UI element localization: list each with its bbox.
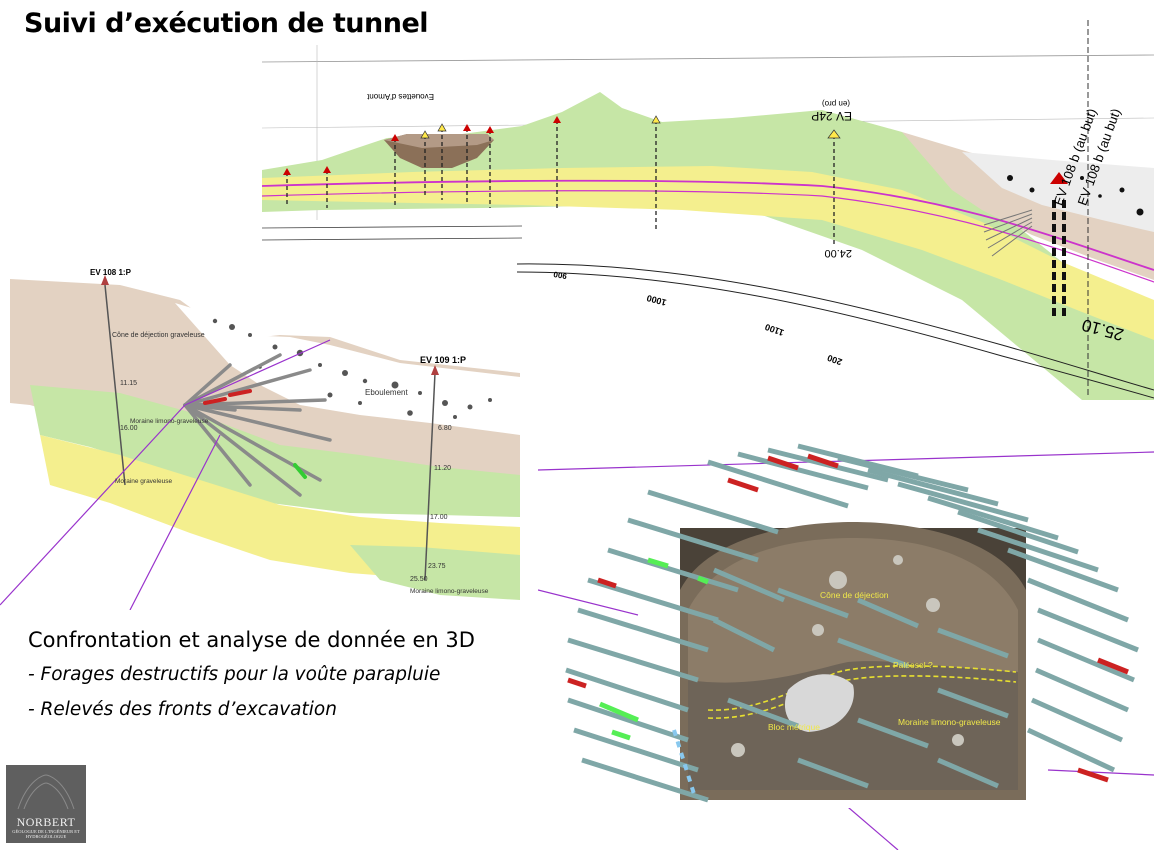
- geological-profile: Evouettes d'Amont EV 24P (en pro) 24.00 …: [262, 0, 1154, 400]
- unit-cone: Cône de déjection graveleuse: [112, 332, 205, 339]
- logo-subtitle: GÉOLOGUE DE L'INGÉNIEUR ET HYDROGÉOLOGUE: [12, 829, 80, 839]
- face-label-cone: Cône de déjection: [820, 590, 889, 600]
- label-evouettes: Evouettes d'Amont: [366, 92, 434, 101]
- depth-label: 11.15: [120, 380, 137, 387]
- label-ev24p-sub: (en pro): [822, 99, 850, 108]
- unit-moraine-graveleuse: Moraine graveleuse: [115, 478, 172, 485]
- caption-heading: Confrontation et analyse de donnée en 3D: [28, 628, 475, 652]
- label-ev24p: EV 24P: [811, 109, 852, 123]
- face-label-moraine: Moraine limono-graveleuse: [898, 717, 1001, 727]
- label-ch-200: 200: [826, 353, 844, 368]
- label-ch-1100: 1100: [764, 322, 786, 338]
- logo-name: NORBERT: [16, 815, 76, 829]
- section-3d-drawing: EV 108 1:P EV 109 1:P Cône de déjection …: [0, 268, 520, 610]
- depth-label: 6.80: [438, 425, 452, 432]
- face-drawing: Cône de déjection Paléosol ? Bloc métriq…: [538, 443, 1154, 850]
- face-label-bloc: Bloc métrique: [768, 722, 820, 732]
- logo-mark-icon: [17, 774, 75, 810]
- depth-label: 16.00: [120, 425, 138, 432]
- borehole-ev108: EV 108 1:P: [90, 268, 132, 277]
- label-depth-2400: 24.00: [824, 247, 852, 259]
- borehole-ev109: EV 109 1:P: [420, 355, 466, 365]
- caption-block: Confrontation et analyse de donnée en 3D…: [28, 628, 548, 734]
- depth-label: 23.75: [428, 563, 446, 570]
- caption-list: - Forages destructifs pour la voûte para…: [28, 664, 548, 720]
- profile-drawing: Evouettes d'Amont EV 24P (en pro) 24.00 …: [262, 20, 1154, 400]
- slide-title: Suivi d’exécution de tunnel: [24, 8, 429, 39]
- excavation-face: Cône de déjection Paléosol ? Bloc métriq…: [538, 440, 1154, 850]
- label-ch-900: 900: [552, 269, 567, 280]
- label-ch-1000: 1000: [646, 293, 668, 308]
- caption-item: - Relevés des fronts d’excavation: [28, 699, 337, 720]
- section-3d: EV 108 1:P EV 109 1:P Cône de déjection …: [0, 255, 525, 610]
- depth-label: 17.00: [430, 514, 448, 521]
- unit-moraine: Moraine limono-graveleuse: [130, 418, 209, 425]
- norbert-logo: NORBERT GÉOLOGUE DE L'INGÉNIEUR ET HYDRO…: [6, 765, 86, 843]
- face-label-paleosol: Paléosol ?: [893, 660, 933, 670]
- caption-item: - Forages destructifs pour la voûte para…: [28, 664, 441, 685]
- depth-label: 11.20: [434, 465, 451, 472]
- unit-moraine-bottom: Moraine limono-graveleuse: [410, 588, 489, 595]
- unit-eboulement: Eboulement: [365, 388, 408, 397]
- depth-label: 25.50: [410, 576, 428, 583]
